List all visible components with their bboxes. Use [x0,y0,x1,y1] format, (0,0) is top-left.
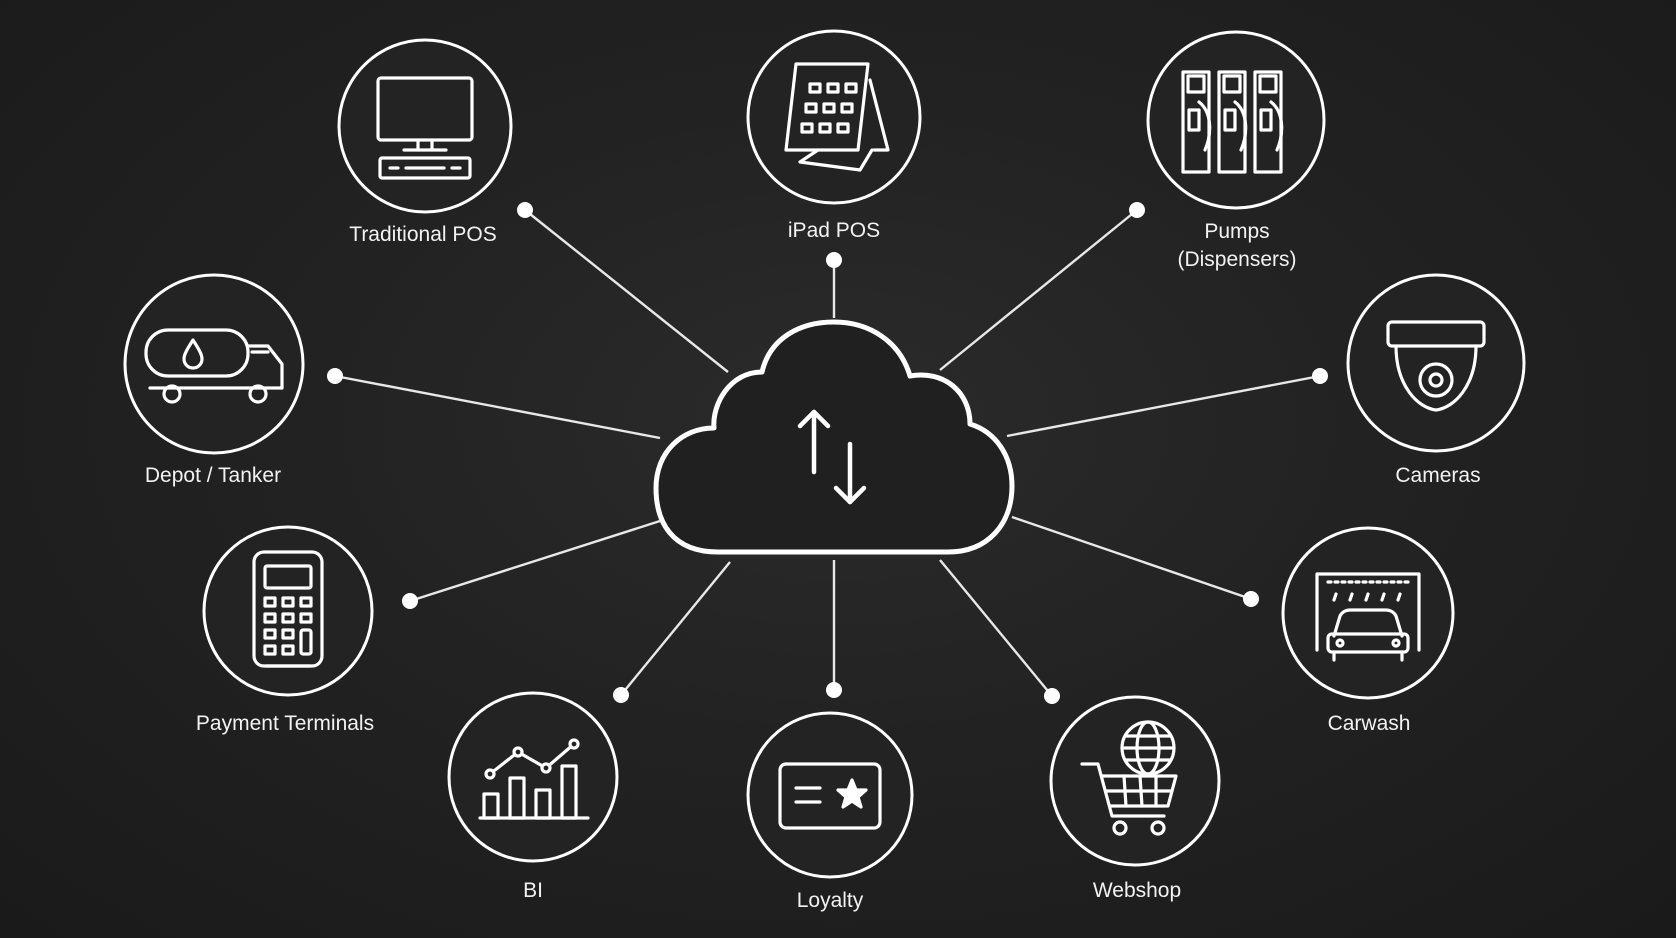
label-carwash: Carwash [1328,712,1411,735]
dot-bi [613,687,629,703]
node-payment-terminals[interactable]: Payment Terminals [196,525,374,735]
dot-payment-terminals [402,593,418,609]
dot-loyalty [826,682,842,698]
dot-depot-tanker [327,368,343,384]
desktop-computer-icon [376,76,474,180]
node-pumps[interactable]: Pumps (Dispensers) [1146,30,1326,271]
dot-ipad-pos [826,252,842,268]
label-cameras: Cameras [1395,464,1480,487]
dot-cameras [1312,368,1328,384]
label-ipad-pos: iPad POS [788,219,880,242]
node-ipad-pos[interactable]: iPad POS [746,29,922,242]
node-loyalty[interactable]: Loyalty [746,711,914,912]
security-camera-icon [1386,320,1486,412]
link-webshop [939,559,1053,697]
bar-chart-icon [478,738,590,820]
label-webshop: Webshop [1093,879,1181,902]
payment-terminal-icon [252,550,324,668]
label-loyalty: Loyalty [797,889,864,912]
node-bi[interactable]: BI [447,691,619,902]
carwash-icon [1315,572,1421,662]
tablet-icon [784,62,890,172]
link-carwash [1011,515,1252,601]
label-depot-tanker: Depot / Tanker [145,464,281,487]
link-depot-tanker [334,374,661,440]
label-pumps: Pumps [1204,220,1269,243]
label-pumps-sub: (Dispensers) [1177,248,1296,271]
tanker-truck-icon [144,328,284,404]
node-webshop[interactable]: Webshop [1049,695,1221,902]
link-traditional-pos [524,209,729,373]
label-payment-terminals: Payment Terminals [196,712,374,735]
link-cameras [1006,374,1321,438]
link-payment-terminals [409,519,661,603]
dot-webshop [1044,688,1060,704]
connectors [334,209,1321,697]
connector-dots [327,202,1328,704]
node-cameras[interactable]: Cameras [1346,273,1526,487]
sync-arrows-icon [797,409,867,505]
loyalty-card-icon [778,762,882,830]
shopping-cart-globe-icon [1080,720,1178,836]
node-carwash[interactable]: Carwash [1281,526,1455,735]
fuel-pump-icon [1181,70,1284,174]
label-bi: BI [523,879,543,902]
node-depot-tanker[interactable]: Depot / Tanker [123,273,305,487]
dot-traditional-pos [517,202,533,218]
dot-pumps [1129,202,1145,218]
link-pumps [939,209,1138,371]
label-traditional-pos: Traditional POS [349,223,496,246]
cloud-sync-icon [653,319,1015,555]
dot-carwash [1243,591,1259,607]
link-bi [620,561,731,696]
node-traditional-pos[interactable]: Traditional POS [337,38,513,246]
